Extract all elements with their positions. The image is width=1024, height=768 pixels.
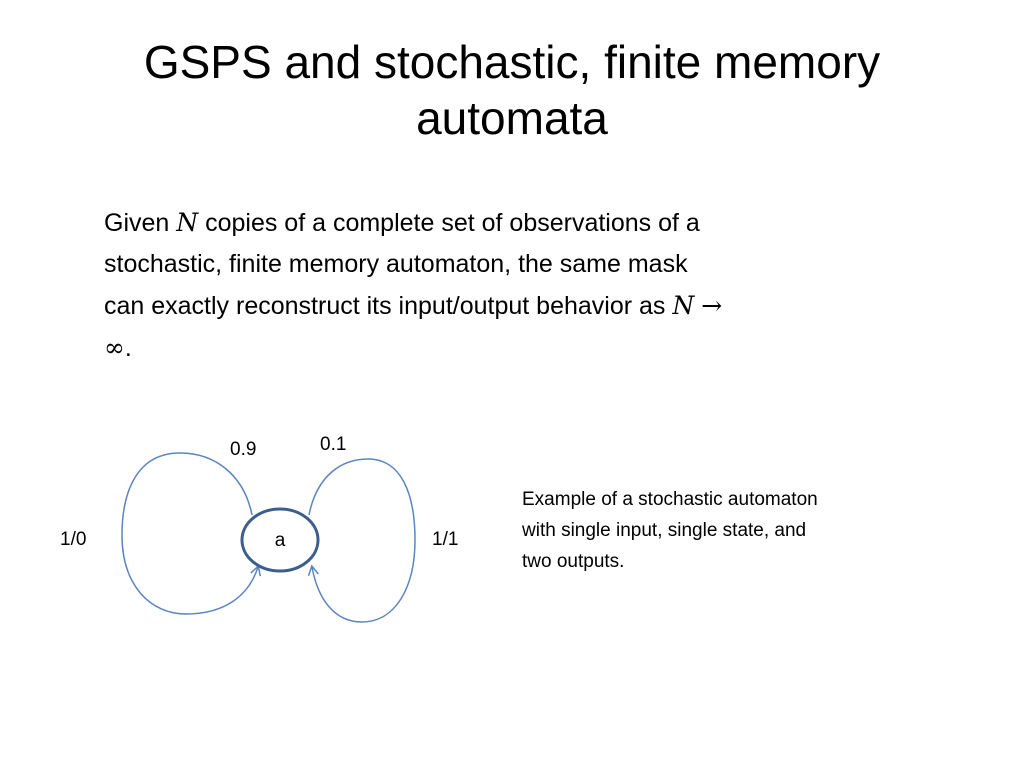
body-text-given: Given	[104, 209, 177, 237]
state-node-a	[240, 507, 320, 573]
caption-line-1: Example of a stochastic automaton	[522, 489, 818, 510]
math-variable-n: N	[176, 208, 199, 237]
left-loop-probability: 0.9	[230, 439, 256, 460]
title-line-2: automata	[416, 92, 608, 144]
body-line-1: Given N copies of a complete set of obse…	[104, 202, 904, 244]
state-label: a	[275, 530, 286, 551]
caption-line-2: with single input, single state, and	[522, 520, 807, 541]
body-period: .	[124, 334, 132, 362]
left-loop-io-label: 1/0	[60, 529, 86, 550]
self-loop-left	[121, 452, 262, 615]
body-paragraph: Given N copies of a complete set of obse…	[104, 202, 904, 369]
diagram-caption: Example of a stochastic automaton with s…	[522, 484, 902, 577]
slide-title: GSPS and stochastic, finite memory autom…	[60, 34, 964, 146]
body-line-3: can exactly reconstruct its input/output…	[104, 285, 904, 327]
body-text-copies: copies of a complete set of observations…	[198, 209, 700, 237]
title-line-1: GSPS and stochastic, finite memory	[143, 36, 881, 88]
caption-line-3: two outputs.	[522, 551, 625, 572]
self-loop-right	[307, 458, 416, 623]
right-arrow-symbol: →	[701, 291, 723, 320]
math-variable-n-limit: N	[672, 291, 695, 320]
infinity-symbol: ∞	[104, 333, 125, 362]
right-loop-io-label: 1/1	[432, 529, 458, 550]
right-loop-probability: 0.1	[320, 434, 346, 455]
body-line-2: stochastic, finite memory automaton, the…	[104, 250, 688, 278]
body-text-reconstruct: can exactly reconstruct its input/output…	[104, 292, 673, 320]
body-line-4: ∞.	[104, 327, 904, 369]
